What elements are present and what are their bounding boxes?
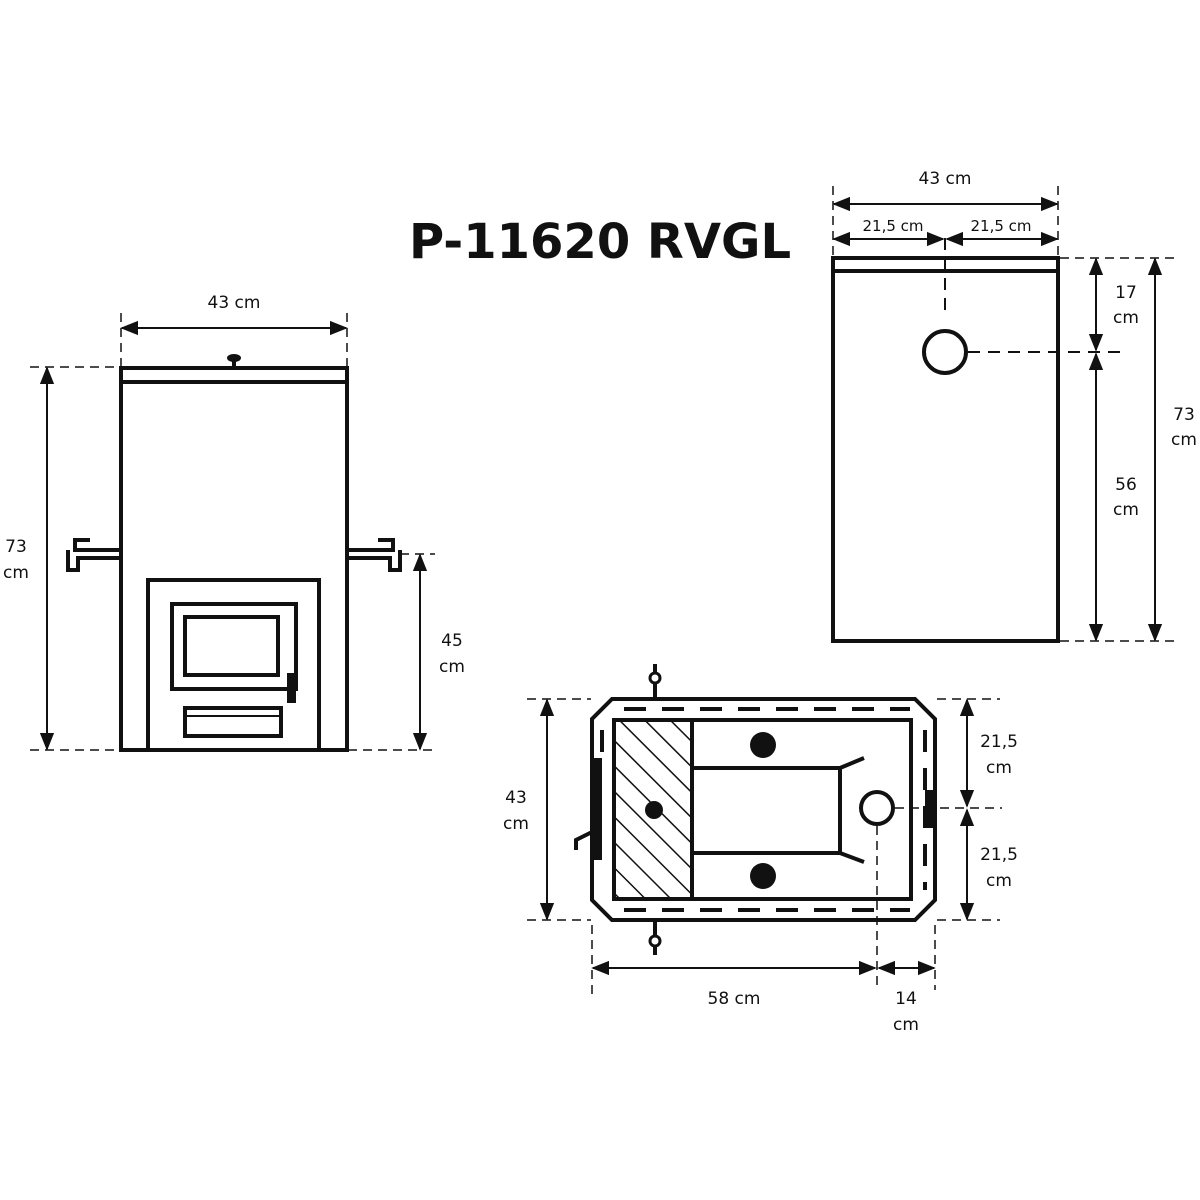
side-width-label: 43 cm: [919, 169, 972, 189]
side-lower-height-unit: cm: [1113, 500, 1139, 520]
front-view: 43 cm 73 cm 45 cm: [3, 293, 465, 752]
connection-height-value: 45: [441, 631, 463, 651]
top-inner-chamber: [612, 718, 913, 901]
front-door: [146, 578, 321, 752]
front-height-unit: cm: [3, 563, 29, 583]
side-top-offset-value: 17: [1115, 283, 1137, 303]
top-half-bottom-unit: cm: [986, 871, 1012, 891]
door-window: [183, 615, 280, 677]
top-length-label: 58 cm: [708, 989, 761, 1009]
side-lower-height-value: 56: [1115, 475, 1137, 495]
door-handle-icon: [287, 673, 296, 703]
top-half-bottom-value: 21,5: [980, 845, 1018, 865]
front-height-value: 73: [5, 537, 27, 557]
pipe-stub-bottom-icon: [648, 934, 662, 948]
side-body: [831, 256, 1060, 643]
front-width-label: 43 cm: [208, 293, 261, 313]
top-door-icon: [590, 758, 602, 860]
side-total-height-unit: cm: [1171, 430, 1197, 450]
top-half-top-unit: cm: [986, 758, 1012, 778]
side-half-left-label: 21,5 cm: [862, 217, 923, 235]
connection-height-unit: cm: [439, 657, 465, 677]
top-depth-unit: cm: [503, 814, 529, 834]
flue-outlet-icon: [922, 329, 968, 375]
pipe-stub-top-icon: [648, 671, 662, 685]
top-view: 43 cm 21,5 cm 21,5 cm 58 cm 14 cm: [503, 664, 1018, 1035]
top-flue-icon: [859, 790, 895, 826]
burner-bottom-icon: [750, 863, 776, 889]
top-depth-value: 43: [505, 788, 527, 808]
left-pipe: [73, 538, 121, 552]
top-half-top-value: 21,5: [980, 732, 1018, 752]
right-pipe: [347, 538, 395, 552]
top-door-lever-icon: [574, 830, 593, 850]
side-top-offset-unit: cm: [1113, 308, 1139, 328]
top-offset-value: 14: [895, 989, 917, 1009]
ash-drawer: [183, 706, 283, 738]
side-total-height-value: 73: [1173, 405, 1195, 425]
page-title: P-11620 RVGL: [409, 214, 791, 270]
burner-top-icon: [750, 732, 776, 758]
top-right-plate-icon: [925, 790, 933, 828]
front-body: [119, 366, 349, 752]
door-window-frame: [170, 602, 298, 691]
side-half-right-label: 21,5 cm: [970, 217, 1031, 235]
top-offset-unit: cm: [893, 1015, 919, 1035]
side-view: 43 cm 21,5 cm 21,5 cm 17 cm 56 cm 73 cm: [831, 169, 1197, 643]
firebox-center-icon: [645, 801, 663, 819]
